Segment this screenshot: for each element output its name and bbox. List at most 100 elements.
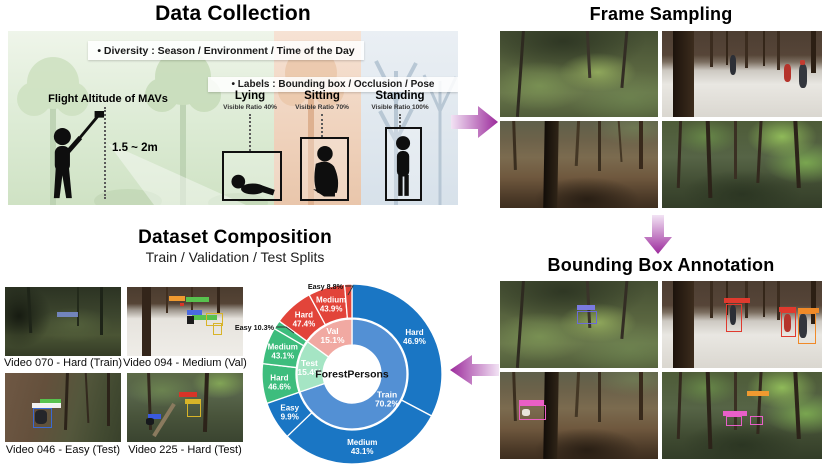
tree-trunk (639, 121, 644, 169)
person-figure (145, 417, 154, 426)
tree-trunk (585, 31, 591, 79)
tree-trunk (100, 287, 104, 335)
tree-trunk (511, 121, 517, 171)
tree-trunk (726, 281, 728, 315)
box-label (722, 411, 747, 417)
person-figure (522, 408, 530, 417)
box-label (186, 297, 210, 303)
flow-arrow-left-icon (450, 355, 499, 385)
tree-trunk (745, 31, 749, 68)
tree-trunk (515, 281, 526, 368)
tree-trunk (705, 121, 713, 199)
tree-trunk (107, 373, 111, 427)
annotated-photo-green-forest (500, 281, 658, 368)
svg-text:Easy 8.8%: Easy 8.8% (308, 282, 344, 291)
bounding-box-annotation-title: Bounding Box Annotation (547, 255, 775, 275)
tree-trunk (84, 373, 90, 423)
box-label (187, 310, 203, 316)
bounding-box (518, 405, 547, 421)
pose-dotted-line (399, 114, 401, 127)
tree-trunk (166, 287, 169, 313)
annotated-photo-snow-forest (662, 281, 822, 368)
tree-trunk (710, 31, 713, 68)
video-thumbnail-094 (127, 287, 243, 356)
standing-pose-box (385, 127, 422, 201)
tree-trunk (217, 287, 221, 314)
tree-trunk (810, 31, 816, 74)
person-figure (187, 315, 195, 324)
box-label (746, 391, 770, 397)
tree-trunk (673, 281, 694, 368)
sitting-person-icon (313, 145, 339, 197)
box-label (778, 307, 797, 313)
flow-arrow-down-icon (644, 215, 672, 254)
person-figure (730, 55, 737, 75)
pose-dotted-line (249, 114, 251, 151)
pose-dotted-line (321, 114, 323, 137)
frame-sampling-title: Frame Sampling (589, 4, 733, 24)
fallen-branch (152, 402, 176, 437)
tree-trunk (616, 121, 623, 162)
box-label (39, 398, 61, 404)
tree-trunk (64, 373, 70, 430)
svg-text:ForestPersons: ForestPersons (315, 369, 389, 381)
altitude-dotted-line (104, 107, 106, 199)
tree-trunk (543, 121, 560, 208)
tree-trunk (620, 281, 629, 340)
lying-person-icon (231, 174, 275, 196)
box-label (180, 302, 184, 307)
bounding-box (187, 403, 201, 418)
video-caption: Video 070 - Hard (Train) (4, 357, 122, 369)
tree-trunk (762, 281, 765, 317)
tree-trunk (511, 372, 517, 422)
bounding-box (212, 322, 222, 335)
box-label (724, 298, 750, 304)
data-collection-title: Data Collection (155, 2, 311, 25)
mav-operator-icon (53, 111, 105, 199)
labels-label: • Labels : Bounding box / Occlusion / Po… (208, 77, 458, 92)
person-figure (783, 314, 791, 333)
tree-trunk (676, 121, 683, 189)
pose-name-lying: Lying (234, 90, 266, 102)
tree-trunk (810, 281, 816, 324)
tree-trunk (574, 121, 580, 167)
annotated-photo-green-foliage (662, 372, 822, 459)
tree-trunk (734, 121, 737, 180)
box-label (798, 307, 819, 313)
tree-trunk (705, 372, 713, 450)
sitting-pose-box (300, 137, 349, 201)
pose-visible-ratio-standing: Visible Ratio 100% (371, 104, 429, 111)
video-thumbnail-046 (5, 373, 121, 442)
data-collection-panel: • Diversity : Season / Environment / Tim… (8, 31, 458, 205)
box-label (57, 311, 79, 317)
pose-visible-ratio-sitting: Visible Ratio 70% (295, 104, 349, 111)
person-figure (798, 63, 807, 88)
bounding-box (577, 310, 597, 324)
box-label (179, 392, 197, 398)
bounding-box (205, 313, 223, 326)
video-caption: Video 094 - Medium (Val) (123, 357, 247, 369)
bounding-box (32, 407, 53, 429)
tree-trunk (756, 121, 763, 184)
tree-trunk (676, 372, 683, 440)
lying-pose-box (222, 151, 282, 201)
person-figure (35, 410, 47, 425)
tree-trunk (762, 31, 765, 67)
tree-trunk (734, 372, 737, 431)
tree-trunk (792, 372, 801, 440)
box-label (185, 399, 202, 405)
box-label (168, 295, 185, 301)
video-caption: Video 046 - Easy (Test) (5, 444, 121, 456)
video-thumbnail-225 (127, 373, 243, 442)
person-figure (798, 314, 807, 339)
video-caption: Video 225 - Hard (Test) (128, 444, 242, 456)
video-thumbnail-070 (5, 287, 121, 356)
bounding-box (726, 416, 743, 427)
